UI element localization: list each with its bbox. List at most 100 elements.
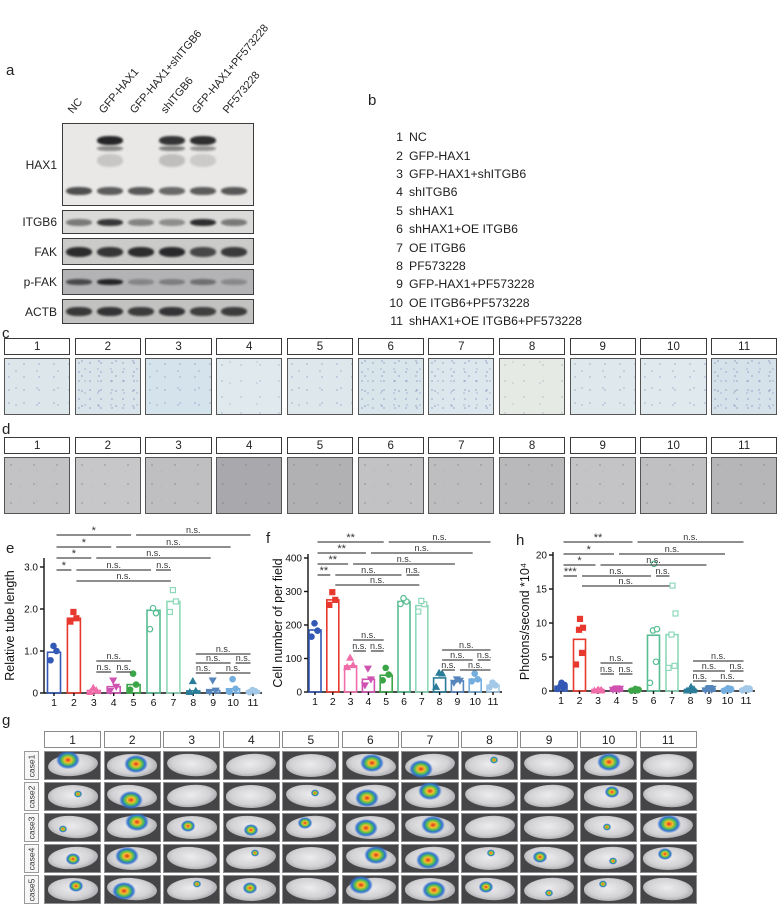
significance-label: n.s. <box>441 660 456 670</box>
mouse-body <box>583 878 634 901</box>
svg-text:20: 20 <box>536 551 548 562</box>
strip-column-header: 6 <box>357 437 424 454</box>
mouse-body <box>464 754 515 777</box>
mouse-cell <box>639 782 697 811</box>
significance-label: n.s. <box>415 543 430 553</box>
svg-text:11: 11 <box>741 695 752 707</box>
bio-signal-blob <box>352 817 379 838</box>
significance-label: n.s. <box>116 662 131 672</box>
mouse-cell <box>341 751 400 780</box>
bio-signal-blob <box>123 814 150 833</box>
svg-text:4: 4 <box>111 697 117 709</box>
g-column-header: 7 <box>401 731 459 748</box>
svg-text:8: 8 <box>688 695 694 707</box>
migration-image <box>711 358 778 415</box>
mouse-body <box>524 816 574 839</box>
mouse-cell <box>401 782 459 811</box>
strip-column: 2 <box>74 437 141 514</box>
svg-text:2: 2 <box>330 696 336 708</box>
legend-item-label: GFP-HAX1+PF573228 <box>409 277 535 292</box>
blot-row-name: FAK <box>34 244 57 259</box>
strip-column: 1 <box>4 338 71 415</box>
strip-column-header: 8 <box>498 338 566 355</box>
svg-text:10: 10 <box>469 696 481 708</box>
blot-band <box>97 279 123 285</box>
significance-label: n.s. <box>196 663 211 673</box>
mouse-cell <box>460 813 519 842</box>
blot-band <box>97 146 123 151</box>
legend-item-number: 7 <box>396 240 403 255</box>
svg-text:7: 7 <box>170 697 176 709</box>
bio-signal-blob <box>347 876 374 896</box>
significance-label: n.s. <box>370 641 385 651</box>
strip-column: 8 <box>498 437 566 514</box>
significance-label: n.s. <box>729 661 744 671</box>
legend-item-number: 11 <box>390 314 403 329</box>
mouse-cell <box>163 844 221 873</box>
bio-signal-blob <box>310 789 320 798</box>
g-column-header: 6 <box>341 731 400 748</box>
svg-text:11: 11 <box>248 697 259 709</box>
bio-signal-blob <box>64 852 81 865</box>
tube-formation-image <box>357 457 424 514</box>
bio-signal-blob <box>602 822 612 831</box>
bio-signal-blob <box>608 856 618 865</box>
blot-band <box>221 279 247 285</box>
mouse-cell <box>520 844 578 873</box>
mouse-cell <box>163 813 221 842</box>
strip-column-header: 4 <box>216 338 283 355</box>
mouse-cell <box>579 782 638 811</box>
panel-f-label: f <box>266 530 271 547</box>
blot-row-name: HAX1 <box>25 157 57 172</box>
significance-label: n.s. <box>216 644 231 654</box>
legend-item-label: GFP-HAX1 <box>409 148 471 163</box>
significance-label: * <box>92 525 97 537</box>
significance-label: n.s. <box>166 537 181 547</box>
strip-column: 8 <box>498 338 566 415</box>
tube-formation-image <box>74 457 141 514</box>
strip-column-header: 6 <box>357 338 424 355</box>
migration-image <box>640 358 707 415</box>
tube-formation-image <box>711 457 778 514</box>
strip-column: 5 <box>286 338 354 415</box>
blot-band <box>159 136 185 145</box>
svg-text:0: 0 <box>541 687 547 698</box>
significance-label: *** <box>564 566 578 578</box>
y-axis-title: Relative tube length <box>3 570 17 681</box>
mouse-cell <box>579 844 638 873</box>
strip-column: 4 <box>216 338 283 415</box>
mouse-body <box>463 814 516 841</box>
mouse-cell <box>44 751 102 780</box>
legend-item-number: 5 <box>396 203 403 218</box>
mouse-cell <box>163 782 221 811</box>
svg-text:7: 7 <box>419 696 425 708</box>
legend-item-number: 3 <box>396 166 403 181</box>
svg-text:1: 1 <box>51 697 57 709</box>
strip-column: 11 <box>711 437 778 514</box>
bio-signal-blob <box>113 845 140 866</box>
migration-image <box>357 358 424 415</box>
legend-item-number: 8 <box>396 258 403 273</box>
bio-signal-blob <box>241 881 258 895</box>
g-column-header: 5 <box>282 731 340 748</box>
blot-band <box>128 279 154 285</box>
significance-label: n.s. <box>226 663 241 673</box>
svg-text:8: 8 <box>437 696 443 708</box>
y-axis-title: Cell number of per field <box>271 558 285 687</box>
g-column-header: 8 <box>460 731 519 748</box>
mouse-body <box>47 785 98 808</box>
bio-signal-blob <box>73 789 83 798</box>
g-column-header: 11 <box>639 731 697 748</box>
strip-column-header: 2 <box>74 338 141 355</box>
g-row-label: case3 <box>24 813 39 842</box>
significance-label: * <box>62 560 67 572</box>
svg-text:100: 100 <box>285 654 302 665</box>
legend-item-number: 1 <box>396 130 403 145</box>
mouse-cell <box>222 782 280 811</box>
mouse-body <box>523 783 575 810</box>
svg-text:9: 9 <box>454 696 460 708</box>
